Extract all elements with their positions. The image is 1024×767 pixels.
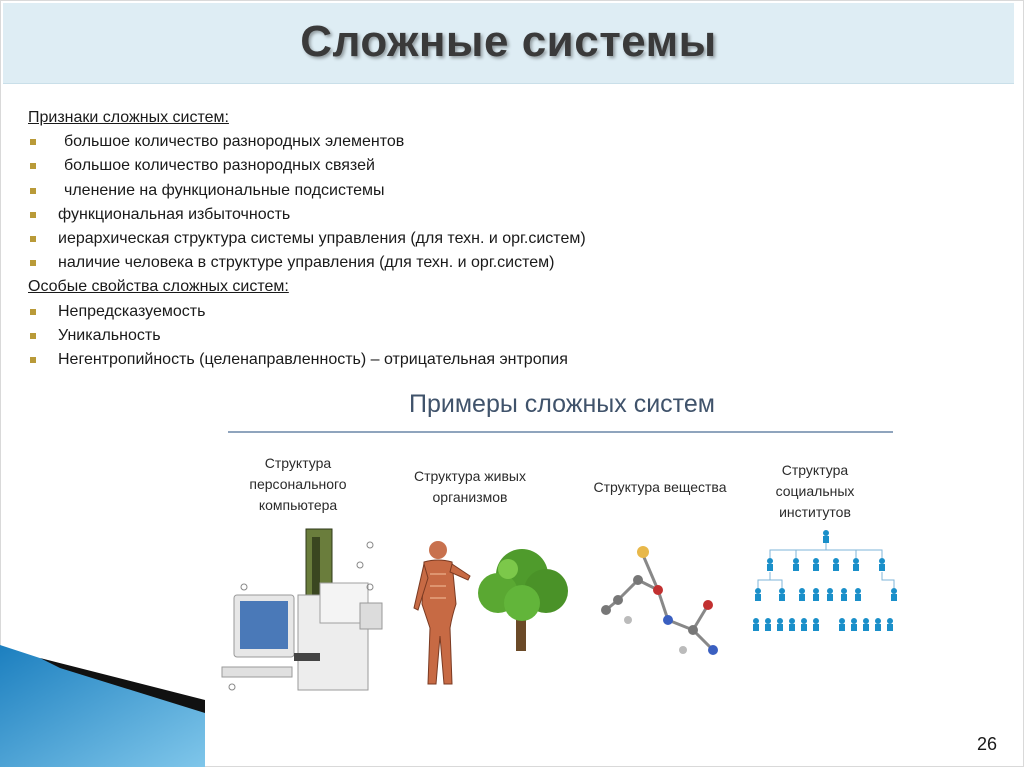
molecule-icon <box>601 546 718 655</box>
decorative-wedge-icon <box>0 645 205 767</box>
properties-heading: Особые свойства сложных систем: <box>28 278 289 296</box>
list-item: Непредсказуемость <box>28 300 728 324</box>
caption-computer: Структура персонального компьютера <box>249 455 347 513</box>
bullet-icon <box>30 332 36 339</box>
tree-icon <box>478 549 568 651</box>
bullet-icon <box>30 211 36 218</box>
bullet-icon <box>30 236 36 243</box>
examples-title: Примеры сложных систем <box>409 390 715 418</box>
caption-organisms: Структура живых организмов <box>414 468 526 505</box>
features-heading: Признаки сложных систем: <box>28 109 229 126</box>
list-item: функциональная избыточность <box>28 203 728 227</box>
caption-social: Структура социальных институтов <box>775 462 855 520</box>
text-content: Признаки сложных систем: большое количес… <box>28 106 728 372</box>
list-item: наличие человека в структуре управления … <box>28 251 728 275</box>
title-bar: Сложные системы <box>3 3 1014 84</box>
bullet-icon <box>30 163 36 170</box>
list-item: Негентропийность (целенаправленность) – … <box>28 348 728 372</box>
list-item: Уникальность <box>28 324 728 348</box>
bullet-icon <box>30 357 36 364</box>
list-item: большое количество разнородных элементов <box>28 130 728 154</box>
human-anatomy-icon <box>413 541 471 685</box>
bullet-icon <box>30 260 36 267</box>
bullet-icon <box>30 187 36 194</box>
list-item: большое количество разнородных связей <box>28 154 728 178</box>
bullet-icon <box>30 139 36 146</box>
caption-substance: Структура вещества <box>593 479 727 495</box>
bullet-icon <box>30 308 36 315</box>
examples-divider <box>228 431 893 433</box>
org-chart-icon <box>753 530 897 631</box>
slide-title: Сложные системы <box>300 17 717 66</box>
computer-illustration-icon <box>221 528 383 691</box>
list-item: иерархическая структура системы управлен… <box>28 227 728 251</box>
list-item: членение на функциональные подсистемы <box>28 179 728 203</box>
page-number: 26 <box>977 734 998 754</box>
